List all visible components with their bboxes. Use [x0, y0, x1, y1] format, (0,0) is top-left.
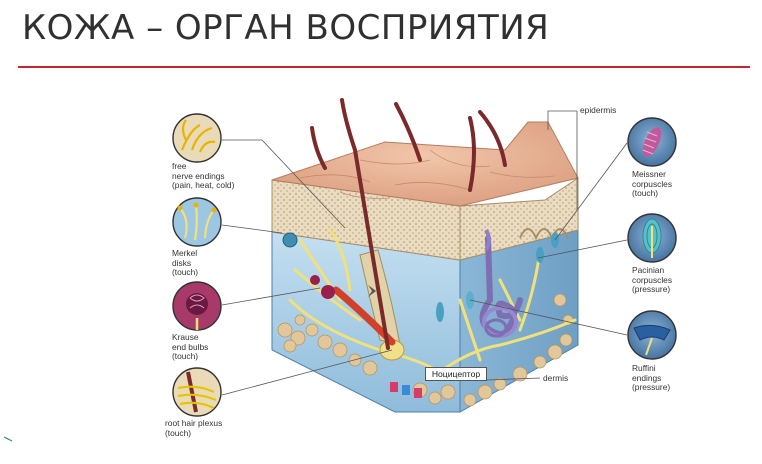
detail-circle-ruffini	[627, 310, 677, 360]
hairs	[310, 98, 507, 350]
label-free-nerve-endings: free nerve endings (pain, heat, cold)	[172, 161, 235, 191]
label-dermis: dermis	[543, 373, 569, 383]
detail-circle-pacinian	[627, 213, 677, 263]
label-krause-end-bulbs: Krause end bulbs (touch)	[172, 332, 209, 362]
label-merkel-disks: Merkel disks (touch)	[172, 248, 199, 278]
detail-circle-merkel-disks	[172, 197, 222, 247]
pointer-lines	[221, 110, 628, 396]
stray-mark	[3, 436, 13, 442]
block-receptors	[282, 228, 559, 338]
detail-circle-root-hair-plexus	[172, 367, 222, 417]
detail-circle-meissner	[627, 117, 677, 167]
label-epidermis: epidermis	[580, 105, 617, 115]
label-root-hair-plexus: root hair plexus (touch)	[165, 418, 223, 438]
label-meissner: Meissner corpuscles (touch)	[632, 169, 673, 199]
label-nociceptor: Ноцицептор	[425, 367, 487, 381]
blood-vessels	[390, 382, 422, 398]
detail-circle-krause-end-bulbs	[172, 281, 222, 331]
detail-circle-free-nerve-endings	[172, 113, 222, 163]
label-ruffini: Ruffini endings (pressure)	[632, 363, 671, 393]
label-pacinian: Pacinian corpuscles (pressure)	[632, 265, 673, 295]
slide-title: КОЖА – ОРГАН ВОСПРИЯТИЯ	[22, 8, 550, 48]
skin-surface	[271, 121, 579, 207]
title-divider	[18, 66, 750, 68]
dermal-papillae	[519, 228, 569, 241]
